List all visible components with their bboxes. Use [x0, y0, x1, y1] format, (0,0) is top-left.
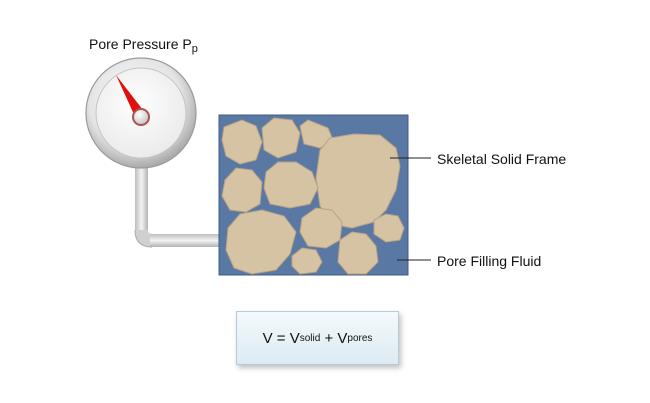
grain	[291, 247, 323, 275]
pressure-gauge-icon	[85, 57, 197, 169]
skeletal-solid-frame-label: Skeletal Solid Frame	[437, 151, 567, 167]
formula-lhs: V = V	[262, 329, 300, 347]
gauge-title: Pore Pressure Pp	[89, 36, 198, 55]
grain	[221, 119, 263, 165]
gauge-hub	[132, 108, 150, 126]
connecting-pipe	[134, 160, 222, 248]
grain	[261, 117, 301, 159]
porous-sample	[218, 114, 409, 276]
grain	[263, 161, 319, 209]
grain	[373, 213, 405, 243]
grain	[299, 119, 335, 149]
grain	[337, 231, 379, 275]
formula-solid-subscript: solid	[299, 332, 321, 344]
gauge-title-main: Pore Pressure P	[89, 36, 192, 52]
formula-plus: + V	[320, 329, 348, 347]
formula-pores-subscript: pores	[347, 332, 373, 344]
grain	[221, 167, 263, 213]
gauge-title-subscript: p	[191, 43, 198, 55]
grain	[225, 209, 297, 275]
pore-filling-fluid-label: Pore Filling Fluid	[437, 253, 542, 269]
